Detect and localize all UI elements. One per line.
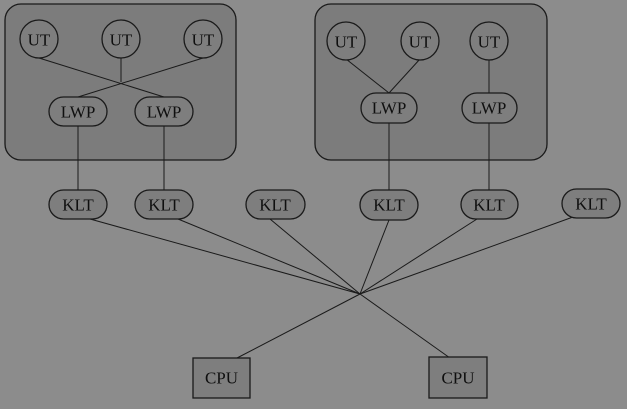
edge-hub-cpu1 xyxy=(236,293,361,359)
klt2-label: KLT xyxy=(148,196,180,215)
klt4-label: KLT xyxy=(373,196,405,215)
p2-ut1-label: UT xyxy=(335,33,358,52)
cpu-2: CPU xyxy=(428,356,488,399)
p1-ut2-label: UT xyxy=(110,31,133,50)
edge-klt5-hub xyxy=(359,218,478,295)
klt5-label: KLT xyxy=(473,196,505,215)
p2-lwp-1: LWP xyxy=(360,92,418,124)
p1-ut3-label: UT xyxy=(192,31,215,50)
cpu2-label: CPU xyxy=(441,369,474,388)
edge-klt4-hub xyxy=(359,219,390,295)
p1-lwp2-label: LWP xyxy=(147,103,182,122)
p1-user-thread-2: UT xyxy=(101,19,141,59)
edge-klt2-hub xyxy=(177,218,361,295)
klt-5: KLT xyxy=(460,189,519,220)
p2-ut2-label: UT xyxy=(409,33,432,52)
p2-user-thread-1: UT xyxy=(326,21,366,61)
p2-lwp-2: LWP xyxy=(461,92,518,124)
p2-ut3-label: UT xyxy=(478,33,501,52)
klt-4: KLT xyxy=(359,189,419,221)
p1-user-thread-3: UT xyxy=(183,19,223,59)
p2-lwp1-label: LWP xyxy=(372,99,407,118)
klt-2: KLT xyxy=(134,189,194,220)
edge-klt1-hub xyxy=(89,218,361,295)
edge-p2-ut2-lwp1 xyxy=(388,58,421,94)
p1-lwp-1: LWP xyxy=(48,96,108,127)
edge-p2-ut1-lwp1 xyxy=(345,58,390,94)
p1-ut1-label: UT xyxy=(28,31,51,50)
klt-1: KLT xyxy=(48,189,108,220)
p2-user-thread-2: UT xyxy=(400,21,440,61)
p2-lwp2-label: LWP xyxy=(472,99,507,118)
klt6-label: KLT xyxy=(575,195,607,214)
p1-user-thread-1: UT xyxy=(19,19,59,59)
klt-3: KLT xyxy=(245,189,306,220)
klt-6: KLT xyxy=(561,188,621,219)
edge-p1-ut1-lwp2 xyxy=(38,57,165,98)
cpu-1: CPU xyxy=(192,357,251,399)
edge-klt6-hub xyxy=(359,216,574,295)
p1-lwp-2: LWP xyxy=(134,96,194,127)
klt3-label: KLT xyxy=(259,196,291,215)
p1-lwp1-label: LWP xyxy=(61,103,96,122)
klt1-label: KLT xyxy=(62,196,94,215)
p2-user-thread-3: UT xyxy=(469,21,509,61)
edge-klt3-hub xyxy=(269,218,361,295)
cpu1-label: CPU xyxy=(205,369,238,388)
edge-p1-ut3-lwp1 xyxy=(77,57,204,98)
edge-hub-cpu2 xyxy=(359,293,451,359)
